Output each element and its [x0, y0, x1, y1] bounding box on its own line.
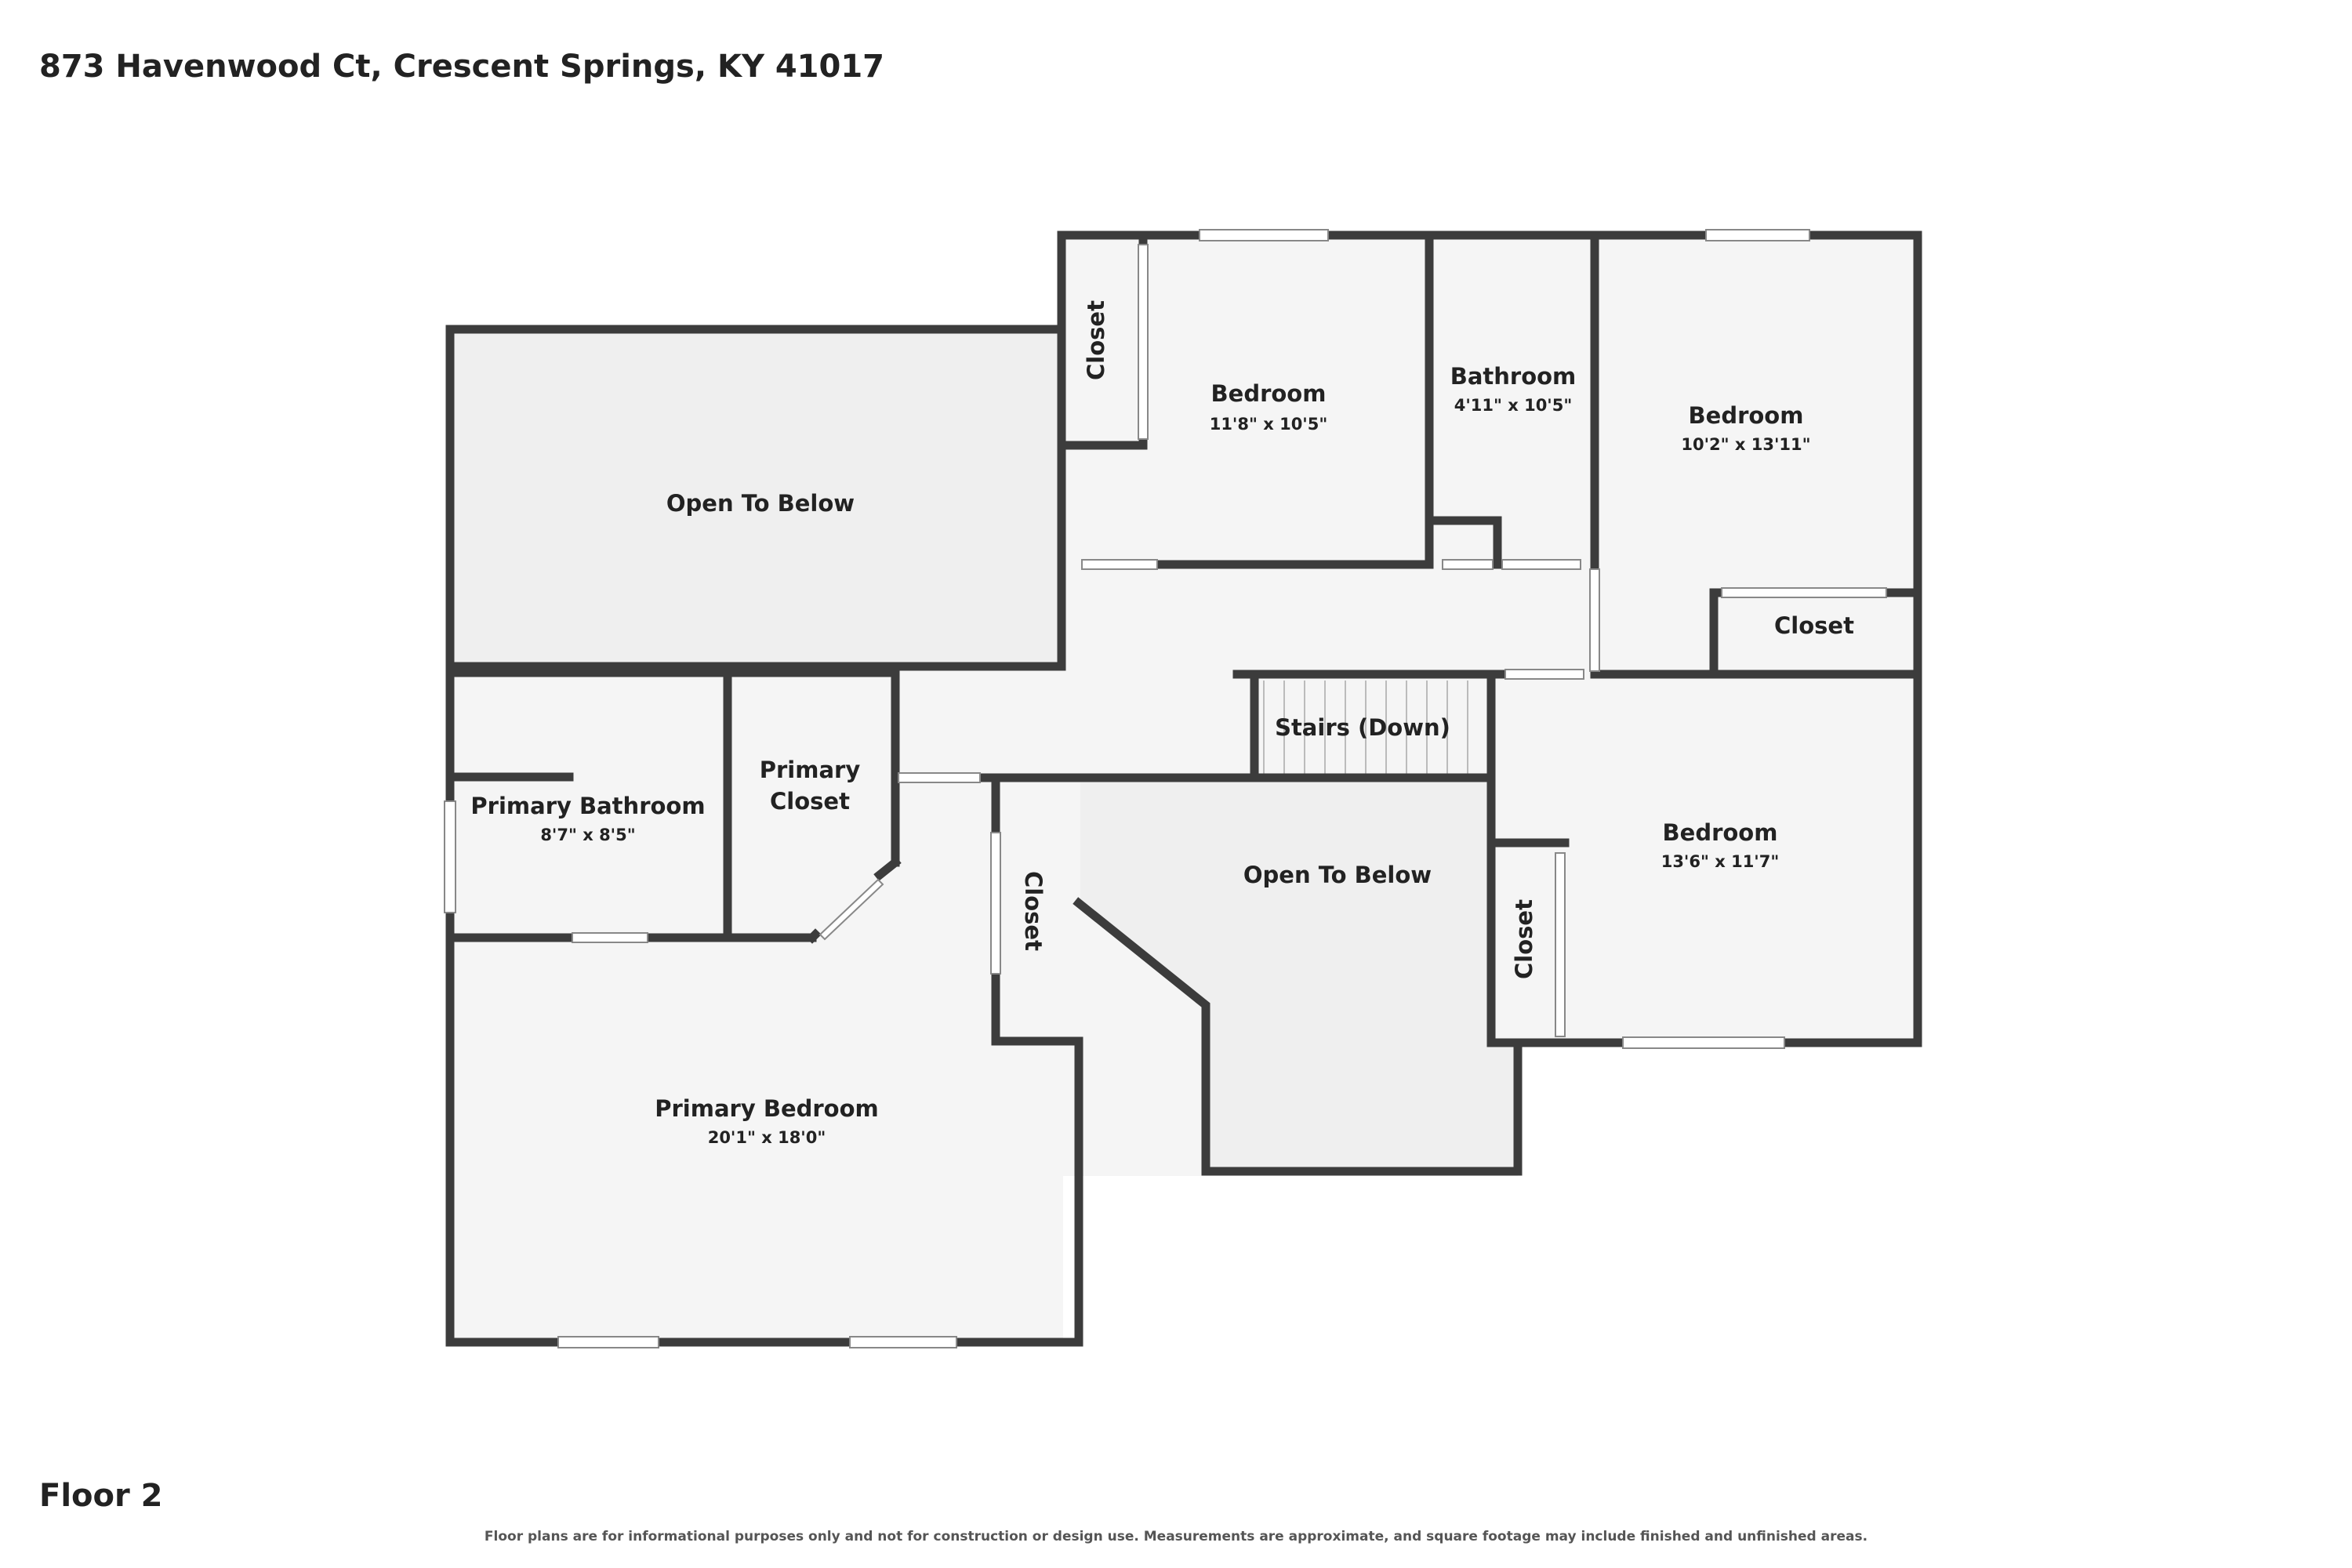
stairs-treads	[1263, 681, 1468, 775]
room-dims-primary-bathroom: 8'7" x 8'5"	[540, 826, 635, 844]
floor-fills	[452, 235, 1922, 1345]
room-label-bedroom-1: Bedroom	[1211, 380, 1327, 407]
room-dims-bedroom-3: 13'6" x 11'7"	[1661, 852, 1780, 871]
room-label-stairs: Stairs (Down)	[1275, 714, 1450, 741]
room-label-closet-top: Closet	[1083, 300, 1109, 380]
room-dims-primary-bedroom: 20'1" x 18'0"	[708, 1128, 826, 1147]
open-to-below-area-2	[1080, 778, 1518, 1171]
openings	[444, 229, 1887, 1348]
room-label-primary-bathroom: Primary Bathroom	[470, 793, 705, 819]
room-label-open-to-below-1: Open To Below	[666, 490, 855, 517]
room-label-primary-closet-line2: Closet	[770, 788, 850, 815]
room-label-primary-bedroom: Primary Bedroom	[655, 1095, 878, 1122]
room-label-closet-right: Closet	[1774, 612, 1854, 639]
room-label-closet-middle: Closet	[1020, 871, 1047, 951]
open-to-below-area-1	[452, 329, 1062, 666]
room-label-bedroom-2: Bedroom	[1689, 402, 1804, 429]
room-dims-bedroom-2: 10'2" x 13'11"	[1681, 435, 1810, 454]
floor-label: Floor 2	[39, 1478, 163, 1514]
property-address: 873 Havenwood Ct, Crescent Springs, KY 4…	[39, 49, 884, 85]
room-label-bedroom-3: Bedroom	[1663, 819, 1778, 846]
room-dims-bedroom-1: 11'8" x 10'5"	[1210, 415, 1328, 434]
room-label-bathroom: Bathroom	[1450, 363, 1577, 390]
room-dims-bathroom: 4'11" x 10'5"	[1454, 396, 1573, 415]
disclaimer-text: Floor plans are for informational purpos…	[484, 1529, 1868, 1544]
room-label-closet-lower-right: Closet	[1511, 899, 1537, 979]
room-label-open-to-below-2: Open To Below	[1243, 862, 1432, 888]
room-label-primary-closet-line1: Primary	[760, 757, 861, 783]
room-labels: Open To Below Closet Bedroom 11'8" x 10'…	[470, 300, 1854, 1147]
